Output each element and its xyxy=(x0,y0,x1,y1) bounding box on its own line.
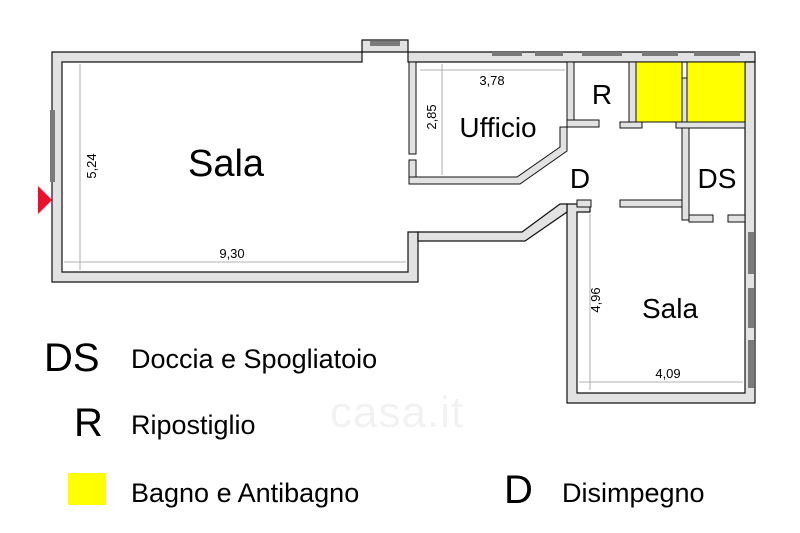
wall-r-bottom xyxy=(566,119,600,128)
wall-ds-bottom-right xyxy=(727,214,746,223)
room-label-ufficio: Ufficio xyxy=(459,112,536,143)
legend-key-ds: DS xyxy=(44,336,100,380)
dim-ufficio-depth: 2,85 xyxy=(424,104,439,129)
room-label-sala-second: Sala xyxy=(642,293,698,324)
wall-ds-left xyxy=(681,127,690,221)
legend-label-r: Ripostiglio xyxy=(131,410,256,440)
wall-r-left xyxy=(566,61,575,128)
window-right-3 xyxy=(748,340,754,388)
window-left xyxy=(50,110,55,182)
windows xyxy=(50,41,754,388)
entrance-arrow-icon xyxy=(38,186,52,214)
window-right-1 xyxy=(748,232,754,274)
legend-key-d: D xyxy=(504,468,533,512)
wall-sala-main xyxy=(51,51,419,283)
room-label-sala-main: Sala xyxy=(188,143,265,185)
wall-corridor-mid xyxy=(619,199,683,208)
dim-sala-main-depth: 5,24 xyxy=(84,153,99,178)
bathroom-a xyxy=(635,61,683,123)
wall-ds-bottom xyxy=(688,214,714,223)
wall-r-right xyxy=(628,61,637,128)
wall-corridor-left xyxy=(576,199,592,208)
dimension-lines xyxy=(64,64,743,390)
wall-bath-bottom-b xyxy=(675,121,746,129)
room-label-ripostiglio: R xyxy=(592,79,612,110)
dim-sala-second-width: 4,09 xyxy=(655,366,680,381)
yellow-square-icon xyxy=(68,473,106,505)
wall-top-mid xyxy=(361,39,756,63)
window-top-2 xyxy=(535,52,563,56)
window-top-1 xyxy=(492,52,522,56)
interior-walls xyxy=(408,61,746,223)
dim-ufficio-width: 3,78 xyxy=(479,73,504,88)
bathroom-divider xyxy=(681,77,688,123)
room-label-doccia: DS xyxy=(698,163,737,194)
wall-ufficio-left-top xyxy=(408,61,417,155)
window-top-3 xyxy=(582,52,622,56)
legend-key-r: R xyxy=(74,401,103,445)
dim-sala-second-depth: 4,96 xyxy=(588,287,603,312)
room-label-disimpegno: D xyxy=(570,163,590,194)
window-top-4 xyxy=(642,52,678,56)
wall-diagonal-lower xyxy=(417,203,568,242)
wall-bath-bottom-a xyxy=(619,121,643,129)
window-top-5 xyxy=(694,52,740,56)
bathroom-b xyxy=(686,61,746,123)
window-right-2 xyxy=(748,288,754,328)
dim-sala-main-width: 9,30 xyxy=(219,246,244,261)
legend-label-ds: Doccia e Spogliatoio xyxy=(131,344,378,374)
watermark: casa.it xyxy=(330,388,465,437)
legend-label-bath: Bagno e Antibagno xyxy=(131,478,360,508)
window-top-niche xyxy=(370,41,400,46)
legend-label-d: Disimpegno xyxy=(562,478,705,508)
bathroom-area xyxy=(635,61,746,123)
